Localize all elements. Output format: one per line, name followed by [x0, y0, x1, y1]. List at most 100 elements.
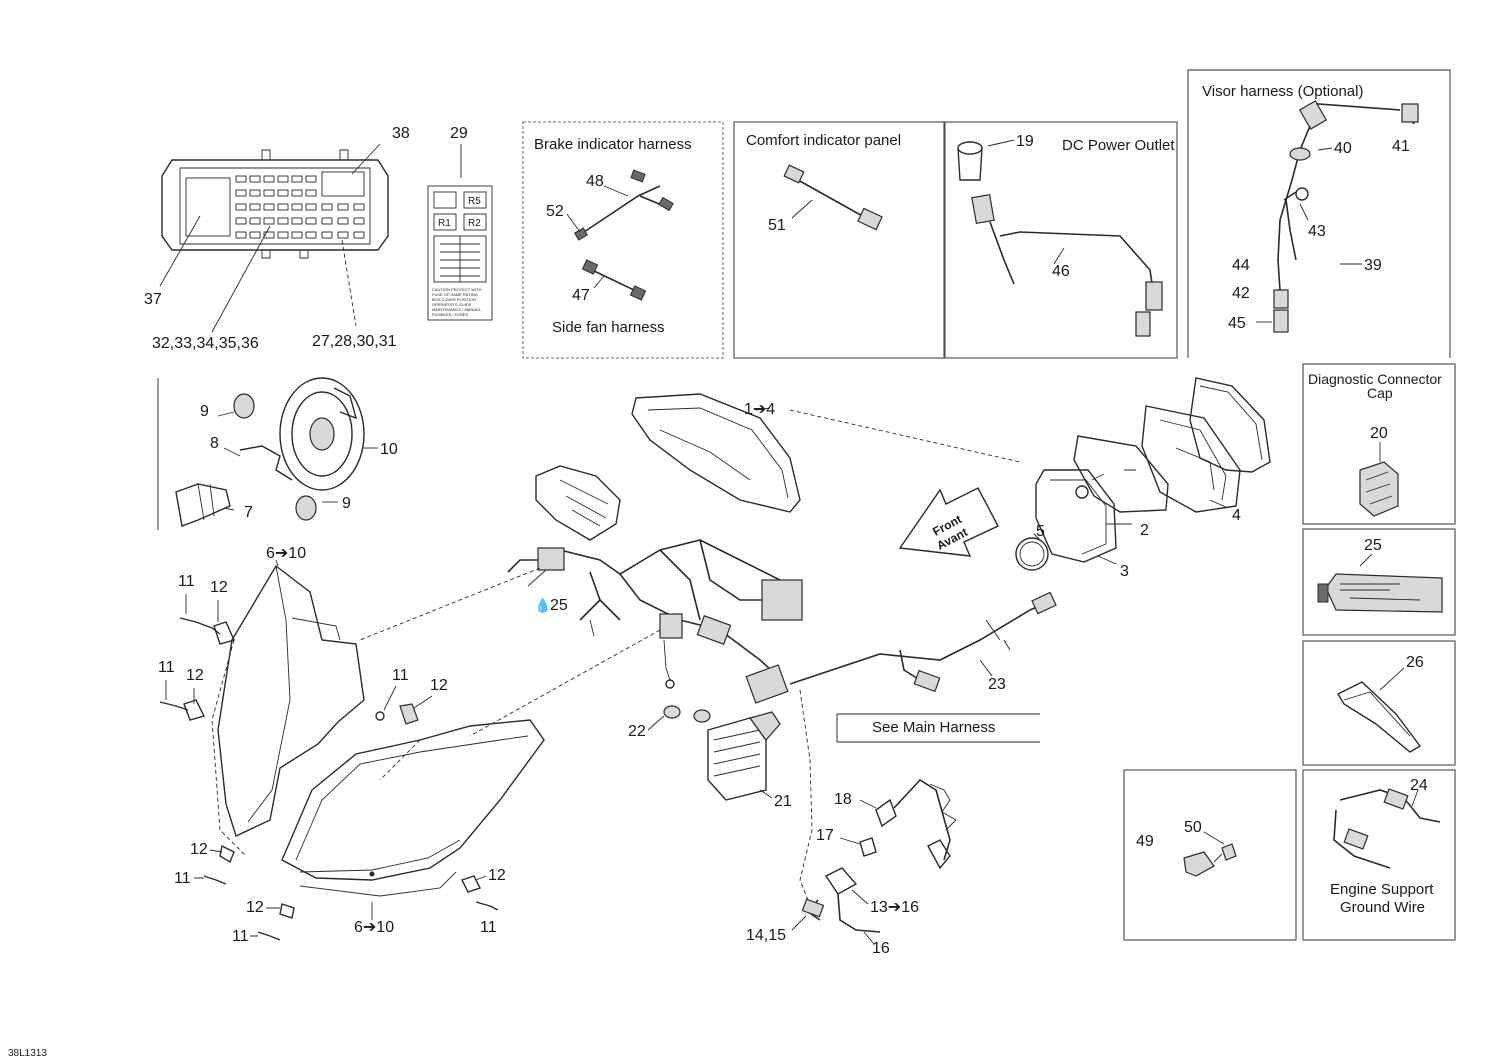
callout-16: 16 — [872, 940, 890, 957]
callout-11-d: 11 — [174, 870, 191, 887]
svg-text:R2: R2 — [468, 218, 481, 229]
main-harness: 1➔4 💧 25 23 — [359, 393, 1057, 901]
callout-46: 46 — [1052, 263, 1070, 280]
callout-48: 48 — [586, 173, 604, 190]
callout-32-36: 32,33,34,35,36 — [152, 335, 259, 352]
callout-29: 29 — [450, 125, 468, 142]
callout-21: 21 — [774, 793, 792, 810]
ground-wire-group: 24 Engine Support Ground Wire — [1330, 777, 1441, 916]
callout-11-f: 11 — [232, 928, 249, 945]
svg-text:R1: R1 — [438, 218, 451, 229]
callout-9-bottom: 9 — [342, 495, 351, 512]
comfort-panel-frame — [733, 121, 945, 359]
caption-diagnostic-cap: Cap — [1367, 385, 1393, 401]
svg-text:CAUTION PROTECT WITH: CAUTION PROTECT WITH — [432, 287, 482, 292]
dc-outlet-panel — [944, 121, 1178, 359]
caption-diagnostic-connector: Diagnostic Connector — [1308, 371, 1442, 387]
caption-ground-wire: Ground Wire — [1340, 899, 1425, 916]
callout-12-c: 12 — [430, 677, 448, 694]
callout-27-31: 27,28,30,31 — [312, 333, 397, 350]
callout-12-a: 12 — [210, 579, 228, 596]
callout-20: 20 — [1370, 425, 1388, 442]
callout-5: 5 — [1036, 523, 1045, 540]
strap-group: 26 — [1337, 654, 1424, 753]
grease-panel — [1302, 528, 1456, 636]
callout-38: 38 — [392, 125, 410, 142]
visor-panel-frame — [1187, 69, 1451, 358]
callout-50: 50 — [1184, 819, 1202, 836]
diag-cap-panel — [1302, 363, 1456, 525]
caption-engine-support: Engine Support — [1330, 881, 1434, 898]
callout-18: 18 — [834, 791, 852, 808]
comfort-indicator-group: Comfort indicator panel 51 — [746, 132, 901, 234]
svg-text:FUSE OF SAME RATING: FUSE OF SAME RATING — [432, 292, 478, 297]
svg-text:BOX COVER POSITION: BOX COVER POSITION — [432, 297, 476, 302]
callout-12-d: 12 — [190, 841, 208, 858]
left-headlight: 6➔10 11 12 11 12 11 12 12 11 — [158, 545, 448, 887]
callout-23: 23 — [988, 676, 1006, 693]
callout-12-b: 12 — [186, 667, 204, 684]
callout-12-e: 12 — [488, 867, 506, 884]
callout-40: 40 — [1334, 140, 1352, 157]
svg-text:R5: R5 — [468, 196, 481, 207]
callout-45: 45 — [1228, 315, 1246, 332]
strap-panel — [1302, 640, 1456, 766]
callout-3: 3 — [1120, 563, 1129, 580]
indicator-light-panel — [1123, 769, 1297, 941]
svg-text:FUSIBLES / FUSES: FUSIBLES / FUSES — [432, 312, 468, 317]
callout-6-10-top: 6➔10 — [266, 545, 306, 562]
callout-10: 10 — [380, 441, 398, 458]
see-main-harness-box — [836, 713, 1040, 743]
callout-11-c: 11 — [392, 667, 409, 684]
callout-9-top: 9 — [200, 403, 209, 420]
right-headlight: 12 11 12 11 6➔10 — [232, 719, 545, 945]
svg-text:OPERATOR'S GUIDE: OPERATOR'S GUIDE — [432, 302, 472, 307]
diagnostic-cap-group: Diagnostic Connector Cap 20 — [1308, 371, 1442, 517]
brake-harness-panel — [522, 121, 724, 359]
callout-26: 26 — [1406, 654, 1424, 671]
callout-25-tube: 25 — [1364, 537, 1382, 554]
indicator-light-group: 49 50 — [1136, 819, 1237, 877]
grease-tube-group: 25 — [1317, 537, 1443, 613]
callout-17: 17 — [816, 827, 834, 844]
callout-49: 49 — [1136, 833, 1154, 850]
visor-harness-group: Visor harness (Optional) 40 41 43 44 39 … — [1202, 83, 1419, 333]
fuse-grid — [235, 175, 365, 239]
callout-37: 37 — [144, 291, 162, 308]
callout-8: 8 — [210, 435, 219, 452]
svg-text:MAINTENANCE / MANUEL: MAINTENANCE / MANUEL — [432, 307, 482, 312]
callout-2: 2 — [1140, 522, 1149, 539]
callout-41: 41 — [1392, 138, 1410, 155]
callout-24: 24 — [1410, 777, 1428, 794]
drawing-id: 38L1313 — [8, 1048, 47, 1059]
caption-dc-power-outlet: DC Power Outlet — [1062, 137, 1175, 154]
callout-1-4: 1➔4 — [744, 401, 775, 418]
callout-6-10-bottom: 6➔10 — [354, 919, 394, 936]
callout-4: 4 — [1232, 507, 1241, 524]
lanyard-group: 18 17 13➔16 14,15 16 — [746, 778, 957, 957]
caption-brake-indicator-harness: Brake indicator harness — [534, 136, 692, 153]
callout-42: 42 — [1232, 285, 1250, 302]
callout-11-e: 11 — [480, 919, 497, 936]
callout-25-harness: 25 — [550, 597, 568, 614]
drop-icon: 💧 — [534, 597, 551, 614]
callout-11-a: 11 — [178, 573, 195, 590]
callout-7: 7 — [244, 504, 253, 521]
caption-visor-harness: Visor harness (Optional) — [1202, 83, 1363, 100]
front-arrow: Front Avant — [898, 487, 999, 557]
callout-39: 39 — [1364, 257, 1382, 274]
dc-outlet-group: DC Power Outlet 19 46 — [957, 133, 1175, 337]
callout-13-16: 13➔16 — [870, 899, 919, 916]
callout-12-f: 12 — [246, 899, 264, 916]
fuse-box: 38 37 32,33,34,35,36 27,28,30,31 — [144, 125, 410, 352]
caption-see-main-harness: See Main Harness — [872, 719, 995, 736]
callout-44: 44 — [1232, 257, 1250, 274]
brake-harness-group: Brake indicator harness 48 52 47 Side fa… — [534, 136, 692, 336]
fuse-label-sticker: R5 R1 R2 CAUTION PROTECT WITH FUSE OF SA… — [427, 125, 493, 321]
caption-side-fan-harness: Side fan harness — [552, 319, 665, 336]
callout-19: 19 — [1016, 133, 1034, 150]
panel-frames — [157, 69, 1456, 941]
callout-22: 22 — [628, 723, 646, 740]
callout-52: 52 — [546, 203, 564, 220]
